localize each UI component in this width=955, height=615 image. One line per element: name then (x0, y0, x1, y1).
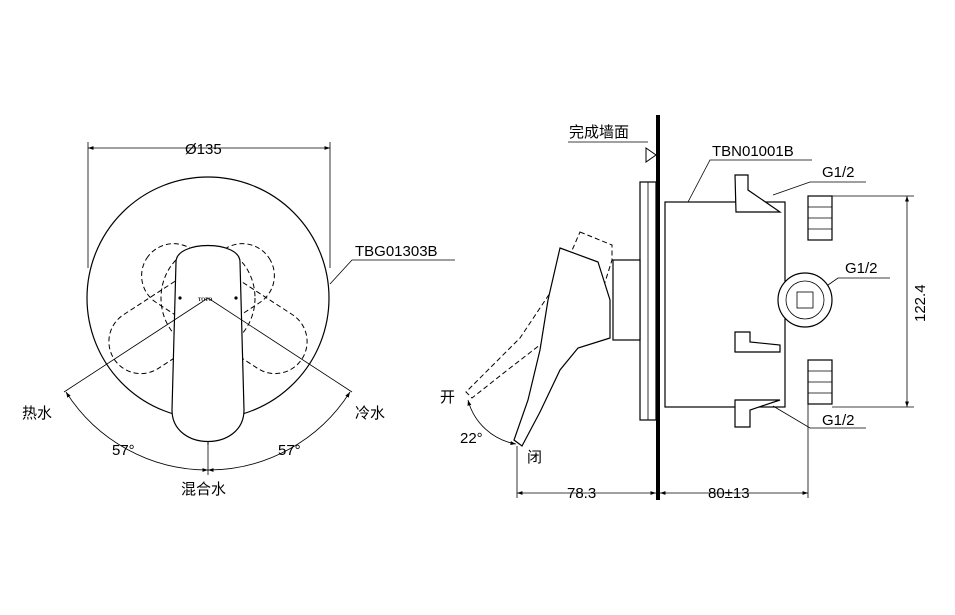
bottom-inlet-port (807, 359, 833, 405)
valve-body (664, 201, 786, 408)
front-view: Ø135 TOTO TBG01303B 热水 冷水 57° 57° 混合水 (22, 141, 455, 498)
angle-right-label: 57° (278, 442, 301, 459)
top-inlet-port (807, 195, 833, 241)
brand-logo: TOTO (198, 298, 212, 303)
cold-angle-arc (207, 391, 351, 472)
screw-left (178, 296, 182, 300)
hot-water-label: 热水 (22, 404, 52, 422)
top-port-label: G1/2 (822, 164, 855, 181)
angle-left-label: 57° (112, 442, 135, 459)
diameter-label: Ø135 (185, 141, 222, 158)
lever-closed-position (513, 247, 611, 447)
handle-lever (171, 245, 245, 442)
height-label: 122.4 (912, 284, 929, 322)
close-label: 闭 (527, 448, 542, 466)
screw-right (234, 296, 238, 300)
handle-position-cold (108, 243, 275, 375)
wall-marker (645, 147, 657, 163)
hot-angle-arc (65, 391, 209, 472)
middle-port-label: G1/2 (845, 260, 878, 277)
outlet-port (777, 272, 833, 328)
bottom-bracket (734, 399, 781, 428)
front-part-number: TBG01303B (355, 243, 438, 260)
depth-left-label: 78.3 (567, 485, 596, 502)
top-port-leader (772, 181, 866, 196)
mixed-water-label: 混合水 (181, 480, 226, 498)
hub-profile (612, 259, 641, 341)
cold-water-label: 冷水 (355, 404, 385, 422)
body-part-number: TBN01001B (712, 143, 794, 160)
finished-wall-label: 完成墙面 (569, 123, 629, 141)
middle-bracket (734, 331, 781, 353)
part-leader (329, 259, 455, 285)
depth-right-label: 80±13 (708, 485, 750, 502)
middle-port-leader (827, 277, 890, 286)
lever-angle-label: 22° (460, 430, 483, 447)
bottom-port-leader (772, 405, 866, 429)
hot-angle-ray (63, 297, 209, 393)
open-label: 开 (440, 388, 455, 406)
lever-angle-arc (467, 399, 517, 445)
side-view: 完成墙面 (440, 115, 929, 502)
lever-open-position (465, 231, 613, 399)
top-bracket (734, 174, 782, 213)
body-leader (687, 159, 812, 203)
cold-angle-ray (207, 297, 353, 393)
bottom-port-label: G1/2 (822, 412, 855, 429)
